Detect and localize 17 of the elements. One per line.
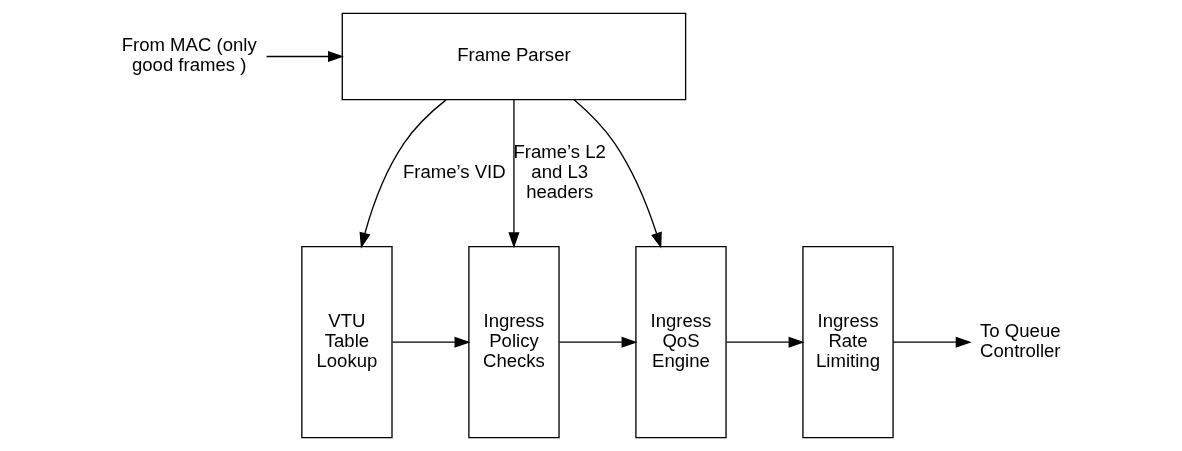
node-box: Frame Parser — [341, 12, 686, 101]
arrow — [265, 50, 344, 63]
arrow — [507, 98, 520, 249]
edge-label: Frame’s VID — [402, 161, 506, 183]
node-box: VTU Table Lookup — [300, 246, 393, 439]
node-text: From MAC (only good frames ) — [121, 34, 257, 76]
node-box: Ingress QoS Engine — [634, 246, 727, 439]
arrow — [572, 99, 662, 249]
edge-label: Frame’s L2 and L3 headers — [512, 141, 606, 202]
node-box: Ingress Policy Checks — [467, 246, 560, 439]
arrow — [391, 336, 470, 348]
node-box: Ingress Rate Limiting — [801, 246, 894, 439]
arrow — [558, 336, 637, 348]
arrow — [359, 99, 447, 249]
node-text: To Queue Controller — [979, 320, 1061, 361]
arrow — [725, 336, 804, 348]
arrow — [891, 336, 972, 348]
